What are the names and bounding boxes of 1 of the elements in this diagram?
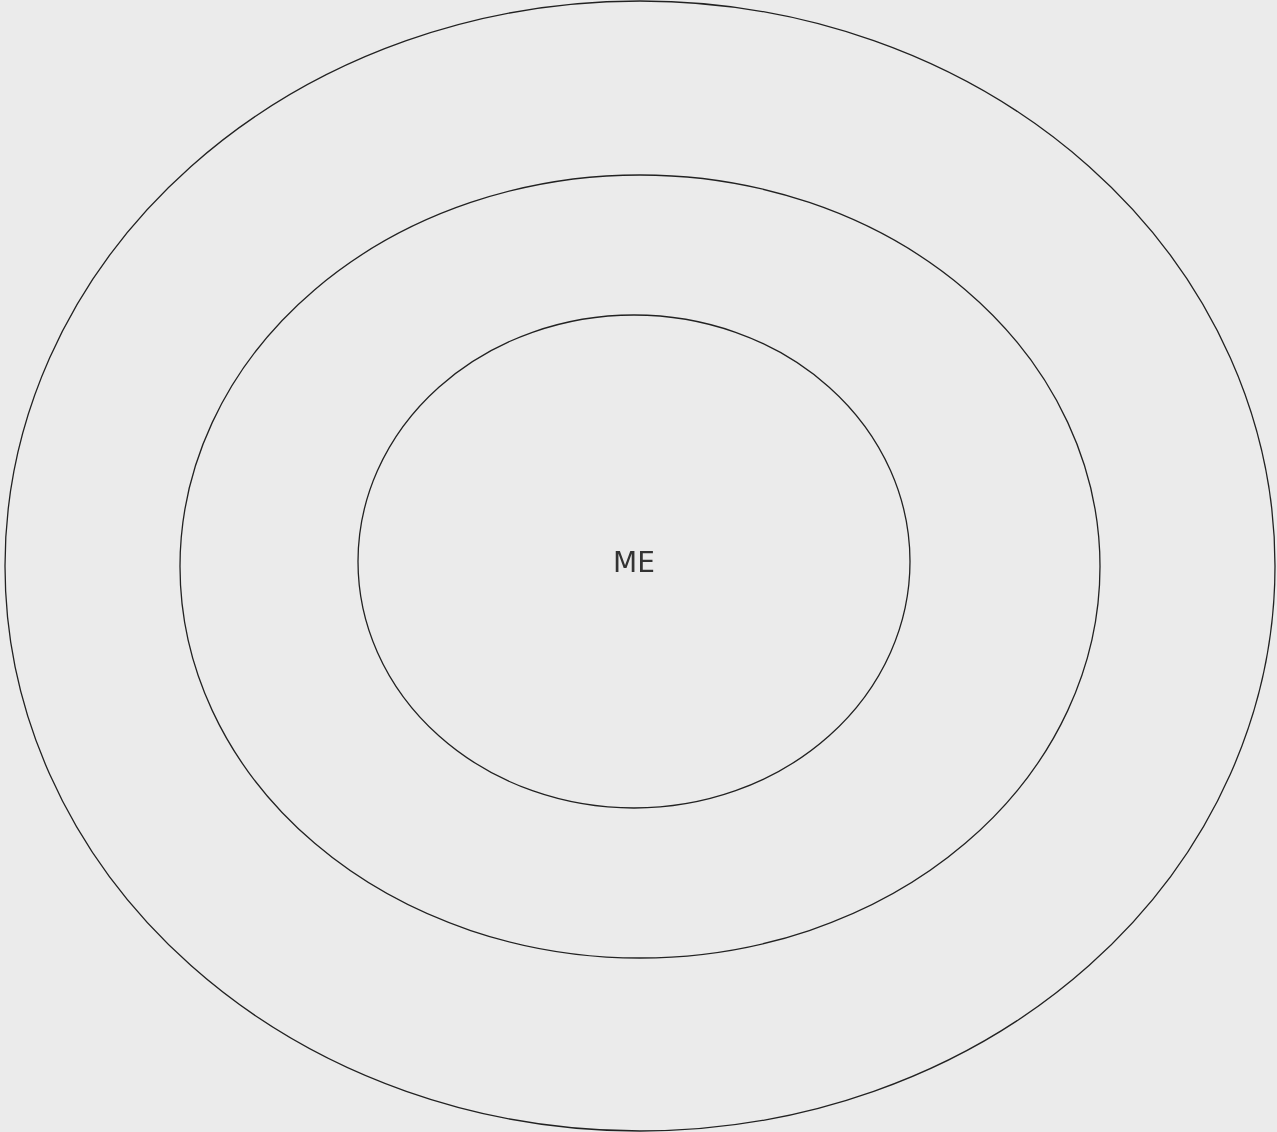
center-label: ME <box>613 545 655 578</box>
